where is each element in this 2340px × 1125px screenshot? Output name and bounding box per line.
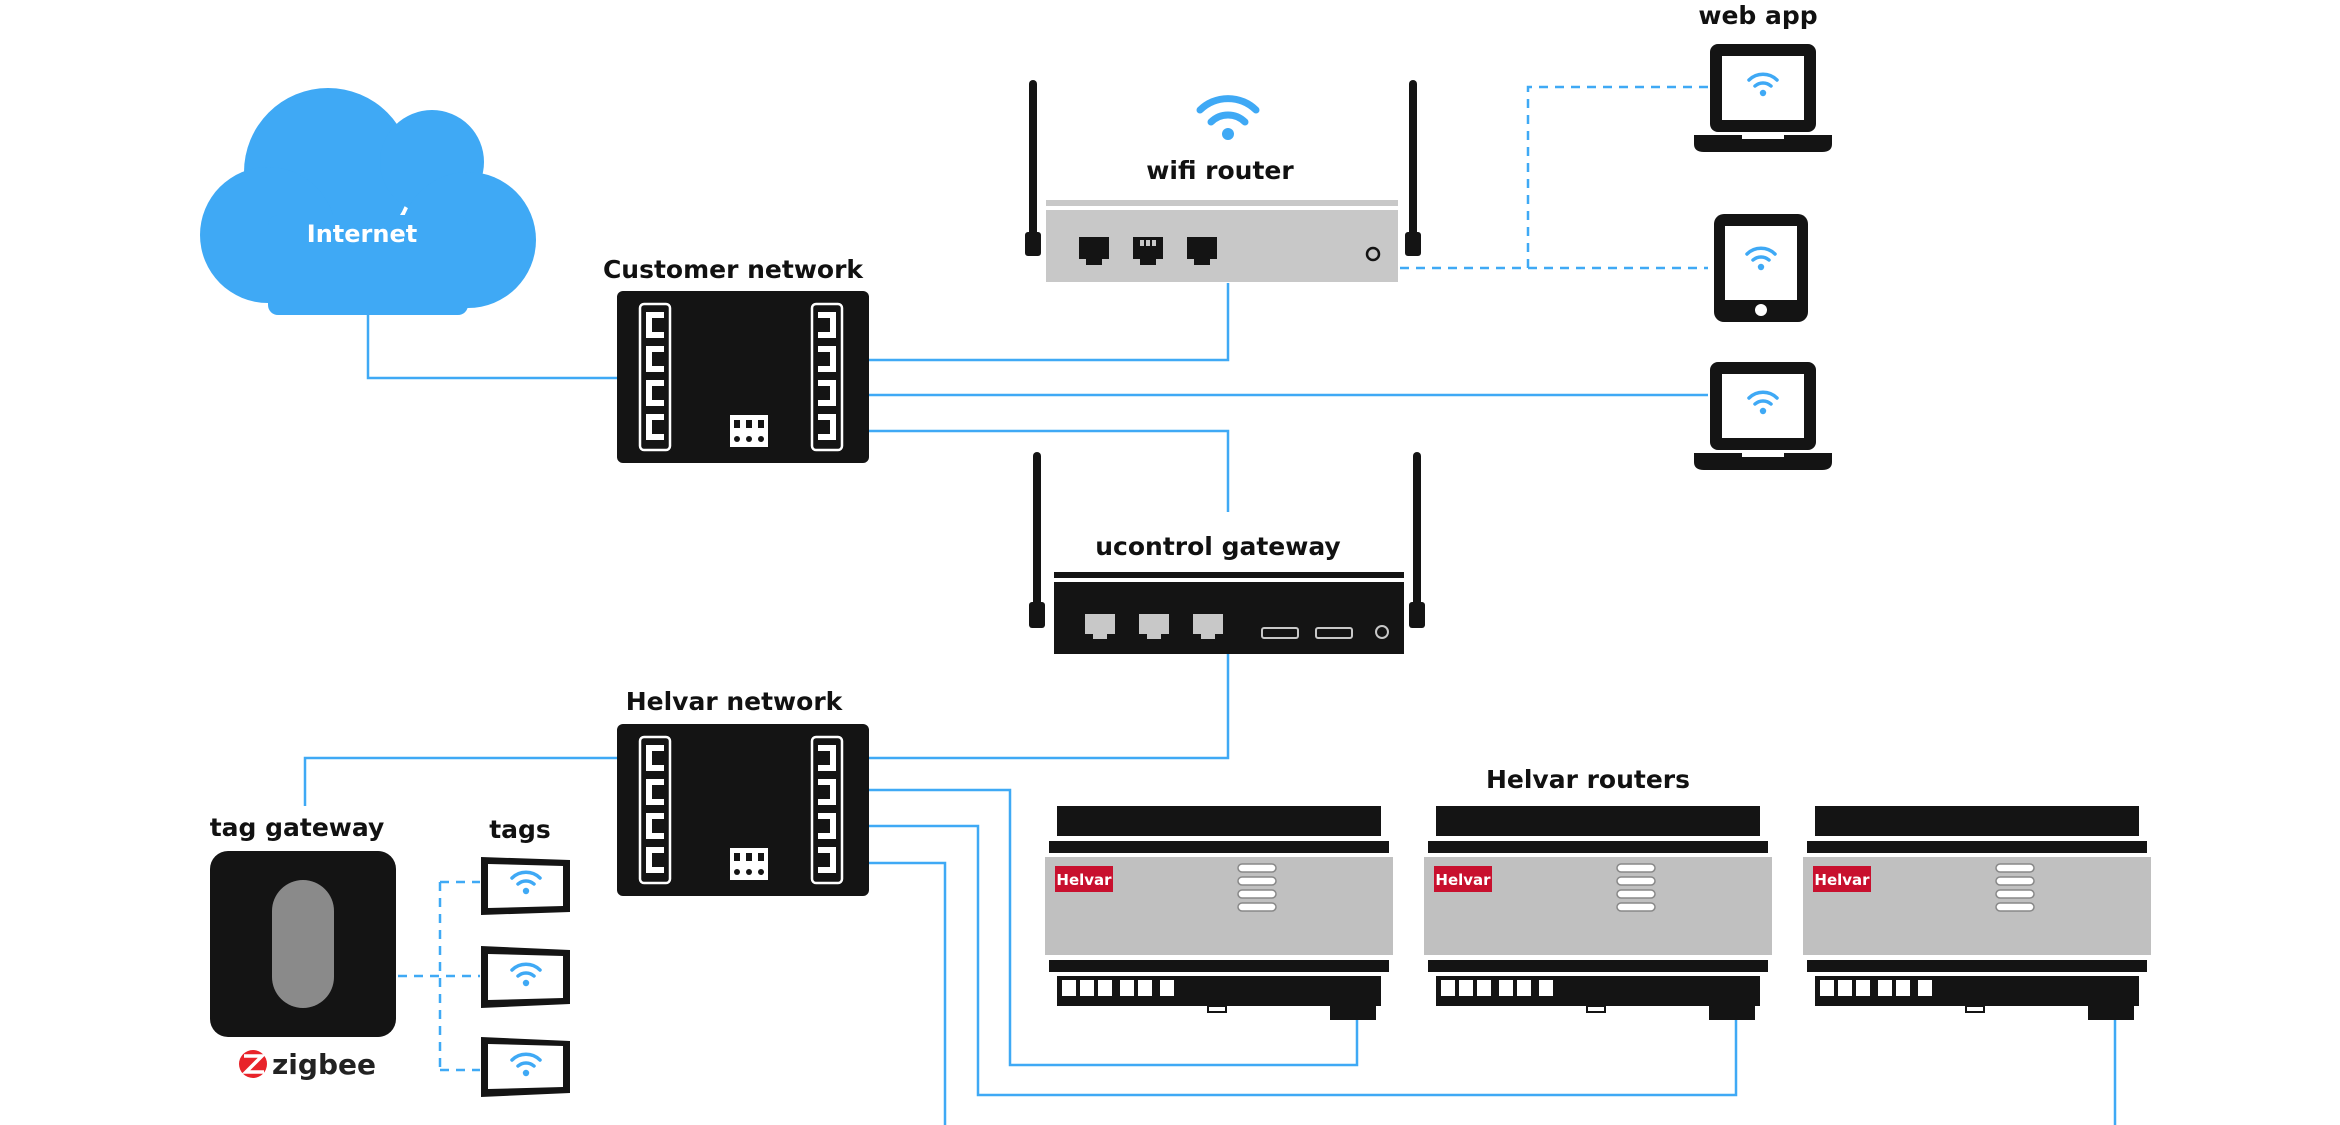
web-app-label: web app [1698, 1, 1817, 30]
customer-to-ucontrol-line [868, 429, 1230, 512]
laptop-icon-2 [1694, 362, 1832, 470]
ucontrol-to-helvar-line [868, 654, 1230, 760]
antenna-icon [1029, 452, 1425, 628]
helvar-brand-label: Helvar [1435, 871, 1491, 889]
customer-to-wifi-router-line [868, 283, 1230, 362]
internet-to-customer-line [366, 315, 620, 380]
tag-device-3 [481, 1037, 570, 1097]
tag-gateway-label: tag gateway [210, 813, 385, 842]
connection-lines [303, 283, 2117, 1125]
customer-network-switch: Customer network [603, 255, 869, 463]
helvar-to-router3-line [868, 861, 2117, 1125]
web-app-link [1526, 85, 1708, 268]
helvar-routers-label: Helvar routers [1486, 765, 1690, 794]
helvar-brand-label: Helvar [1056, 871, 1112, 889]
wifi-router: wifi router [1025, 80, 1421, 282]
wireless-links [398, 85, 1708, 1072]
helvar-router-2: Helvar [1424, 806, 1772, 1020]
helvar-router-3: Helvar [1803, 806, 2151, 1020]
tag-device-1 [481, 857, 570, 915]
wifi-router-label: wifi router [1146, 156, 1294, 185]
tablet-icon [1714, 214, 1808, 322]
zigbee-logo-icon [239, 1050, 267, 1078]
tag-gateway: tag gateway zigbee [210, 813, 396, 1081]
wifi-icon [1200, 99, 1256, 140]
tags-label: tags [489, 815, 551, 844]
customer-network-label: Customer network [603, 255, 864, 284]
ucontrol-gateway-label: ucontrol gateway [1095, 532, 1340, 561]
internet-label: Internet [307, 220, 417, 248]
internet-cloud: Internet [200, 88, 536, 315]
helvar-to-tag-gateway-line [303, 756, 620, 806]
laptop-icon [1694, 44, 1832, 152]
helvar-brand-label: Helvar [1814, 871, 1870, 889]
helvar-router-1: Helvar [1045, 806, 1393, 1020]
helvar-network-label: Helvar network [626, 687, 844, 716]
helvar-to-router2-line [868, 824, 1738, 1097]
antenna-icon [1025, 80, 1421, 256]
tag-device-2 [481, 946, 570, 1008]
zigbee-label: zigbee [272, 1048, 376, 1081]
helvar-to-router1-line [868, 788, 1359, 1067]
helvar-network-switch: Helvar network [617, 687, 869, 896]
ucontrol-gateway: ucontrol gateway [1029, 452, 1425, 654]
